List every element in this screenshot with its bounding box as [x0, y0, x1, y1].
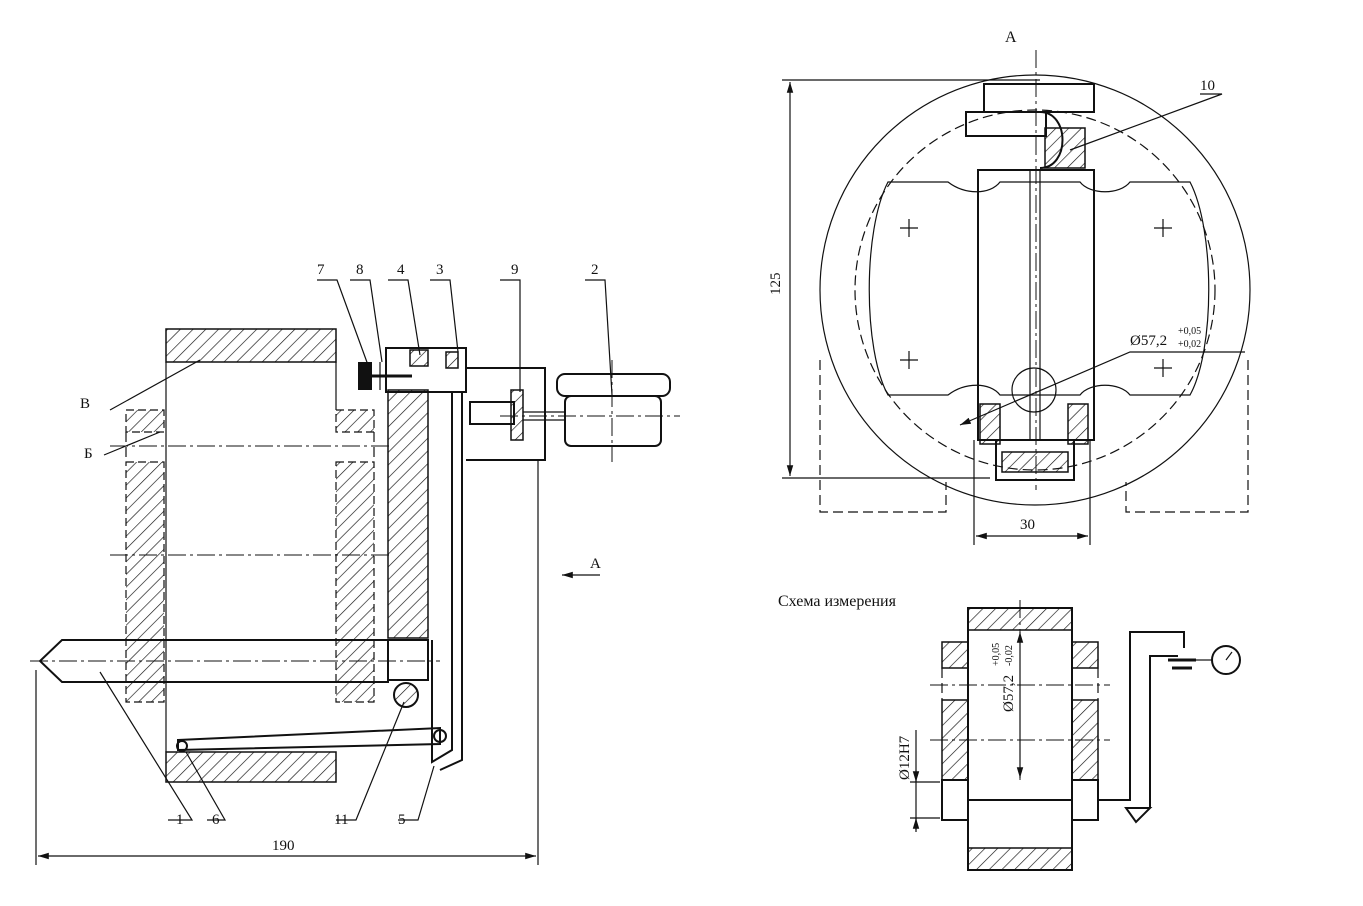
dimension-190 — [35, 460, 539, 865]
leader-lines — [99, 279, 613, 821]
section-label-v: В — [80, 396, 90, 412]
part-label-4: 4 — [397, 262, 405, 278]
part-label-3: 3 — [436, 262, 444, 278]
part-label-2: 2 — [591, 262, 599, 278]
part-label-9: 9 — [511, 262, 519, 278]
dimension-30-text: 30 — [1020, 517, 1035, 533]
scheme-tol-upper: +0,05 — [991, 643, 1002, 666]
diameter-dimension-text: Ø57,2 — [1130, 333, 1167, 349]
adjust-screw — [358, 362, 412, 390]
workpiece — [110, 328, 390, 783]
tolerance-upper: +0,05 — [1178, 326, 1201, 337]
lever — [176, 726, 447, 752]
measurement-scheme: Схема измерения Ø57,2 +0,05 -0,0 — [778, 593, 1241, 871]
view-a-title: А — [1005, 29, 1017, 46]
part-label-5: 5 — [398, 812, 406, 828]
dial-indicator — [500, 360, 680, 462]
left-view: 7 8 4 3 9 2 В Б А 1 6 11 5 190 — [30, 262, 680, 865]
dimension-190-text: 190 — [272, 838, 295, 854]
scheme-hole-text: Ø12H7 — [897, 735, 913, 780]
hole-marks — [900, 219, 1172, 377]
scheme-diameter-text: Ø57,2 — [1001, 675, 1017, 712]
view-arrow-label: А — [590, 556, 601, 572]
view-a: А 10 125 30 Ø57,2 +0,05 +0,02 — [768, 29, 1251, 545]
feeler-rod — [30, 639, 440, 683]
scheme-title: Схема измерения — [778, 593, 897, 610]
gauge-body — [385, 347, 546, 771]
part-label-1: 1 — [176, 812, 184, 828]
section-label-b: Б — [84, 446, 93, 462]
scheme-tol-lower: -0,02 — [1004, 645, 1015, 666]
part-label-11: 11 — [334, 812, 348, 828]
part-label-6: 6 — [212, 812, 220, 828]
part-label-7: 7 — [317, 262, 325, 278]
tolerance-lower: +0,02 — [1178, 339, 1201, 350]
pin — [393, 682, 419, 708]
part-label-10: 10 — [1200, 78, 1215, 94]
dimension-125-text: 125 — [768, 273, 784, 296]
part-label-8: 8 — [356, 262, 364, 278]
